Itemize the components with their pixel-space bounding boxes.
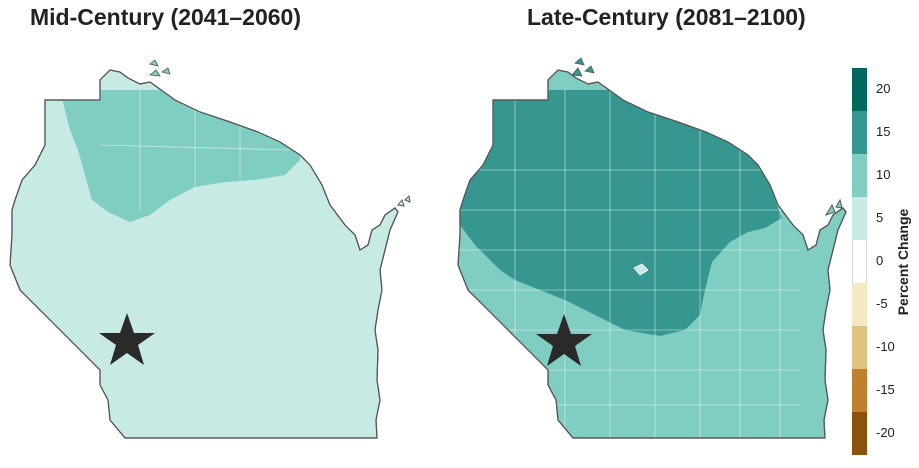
legend-swatch — [852, 326, 867, 369]
legend-tick-label: 0 — [876, 253, 884, 268]
legend-swatch — [852, 197, 867, 240]
legend-tick-label: -15 — [876, 382, 895, 397]
legend-swatch — [852, 111, 867, 154]
apostle-islands — [149, 59, 171, 77]
legend-swatch — [852, 240, 867, 283]
legend-tick-label: 20 — [876, 81, 891, 96]
map-late-century — [457, 57, 847, 439]
legend-swatch — [852, 369, 867, 412]
county-lines — [99, 90, 291, 210]
legend-swatch — [852, 283, 867, 326]
legend-swatch — [852, 154, 867, 197]
door-peninsula-islands — [397, 194, 411, 207]
legend-swatch — [852, 412, 867, 455]
legend-tick-label: -20 — [876, 425, 895, 440]
legend-tick-label: -10 — [876, 339, 895, 354]
map-title-late-century: Late-Century (2081–2100) — [527, 4, 806, 30]
legend-title: Percent Change — [895, 208, 911, 316]
map-title-mid-century: Mid-Century (2041–2060) — [30, 4, 301, 30]
legend-tick-label: 15 — [876, 124, 891, 139]
lake-winnebago — [633, 263, 649, 276]
legend-tick-label: -5 — [876, 296, 888, 311]
star-icon — [536, 314, 592, 366]
county-lines — [458, 90, 800, 438]
star-icon — [99, 313, 155, 365]
map-mid-century — [9, 59, 411, 439]
door-peninsula-islands — [824, 198, 843, 216]
legend-tick-label: 10 — [876, 167, 891, 182]
legend-swatch — [852, 68, 867, 111]
legend-tick-label: 5 — [876, 210, 884, 225]
apostle-islands — [571, 57, 595, 77]
